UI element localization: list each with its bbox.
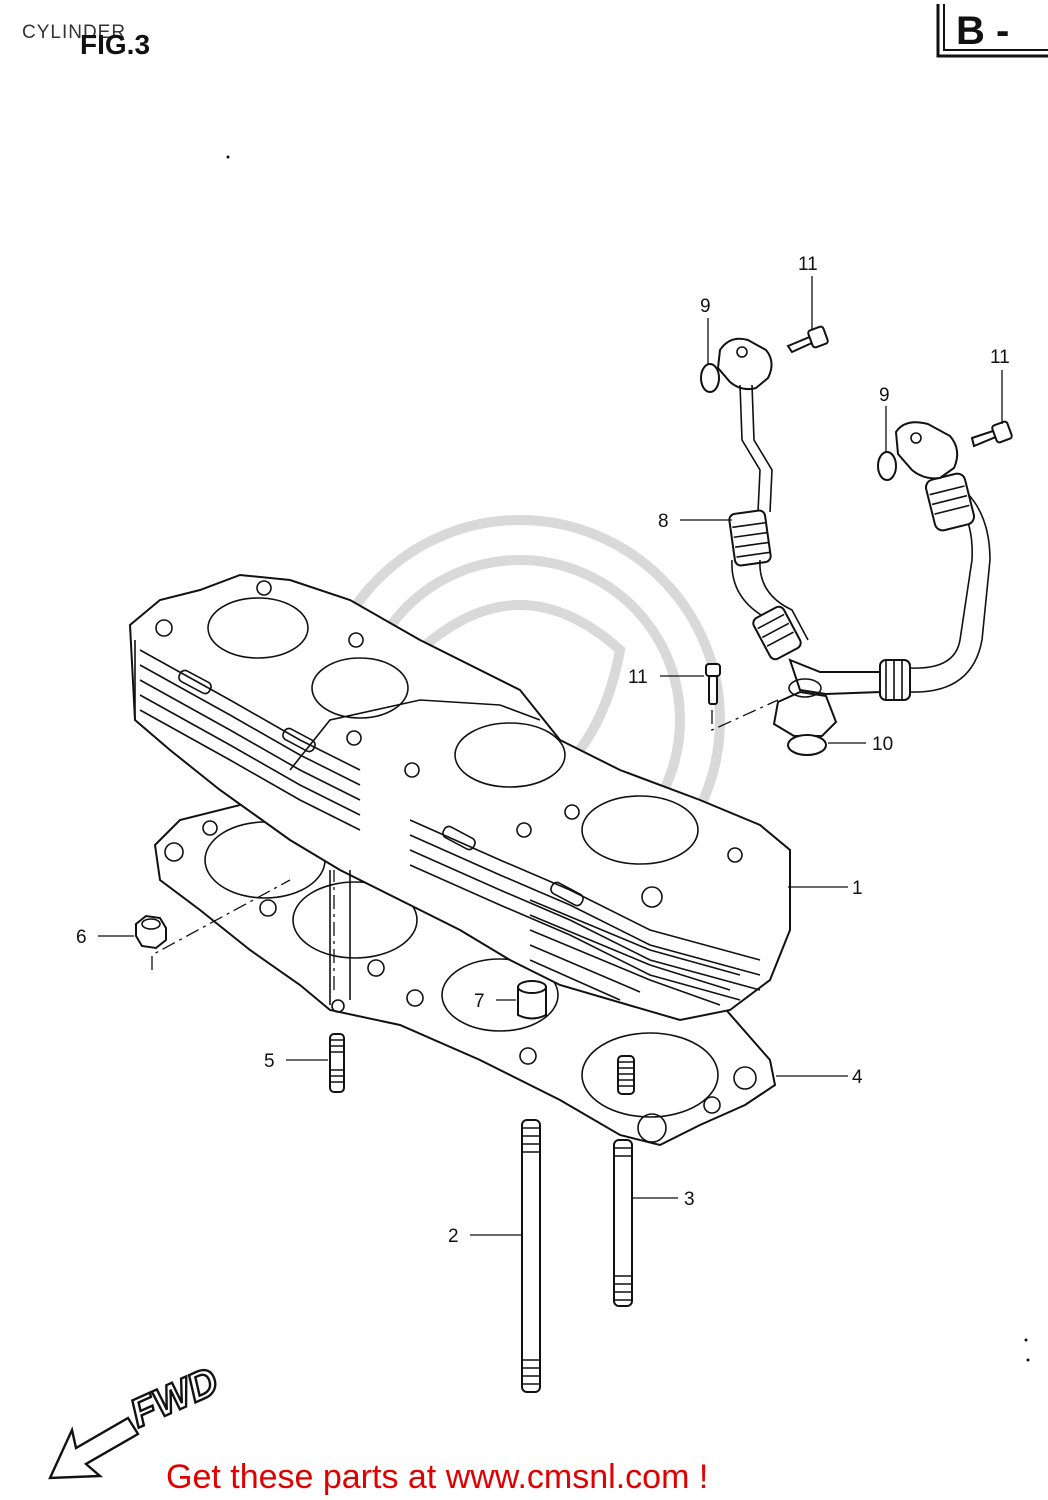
- stray-dot: [1024, 1338, 1028, 1342]
- section-badge: B -: [936, 4, 1048, 58]
- stray-dot: [1026, 1358, 1030, 1362]
- cylinder-block: [128, 573, 791, 1022]
- oil-hose-assembly: [716, 337, 991, 737]
- callout-11-top: 11: [798, 254, 818, 275]
- callout-11-right: 11: [990, 347, 1010, 368]
- callout-5: 5: [264, 1051, 275, 1072]
- alignment-line: [711, 699, 779, 732]
- bolt-lower: [705, 663, 721, 705]
- bolt-right: [970, 420, 1013, 448]
- stud-long: [521, 1119, 541, 1393]
- washer: [700, 363, 720, 393]
- callout-2: 2: [448, 1226, 459, 1247]
- stud-short-gasket: [617, 1055, 635, 1095]
- stray-dot: [226, 155, 230, 159]
- arrow-left-down-icon: [48, 1416, 140, 1480]
- callout-4: 4: [852, 1067, 863, 1088]
- bolt-top: [786, 325, 829, 354]
- callout-6: 6: [76, 927, 87, 948]
- washer: [877, 451, 897, 481]
- figure-number: FIG.3: [80, 29, 150, 60]
- callout-11-lower: 11: [628, 667, 648, 688]
- callout-9-left: 9: [700, 296, 711, 317]
- callout-3: 3: [684, 1189, 695, 1210]
- leader-lines: [98, 276, 1003, 1236]
- nut: [135, 914, 167, 950]
- alignment-line: [151, 879, 291, 970]
- callout-7: 7: [474, 991, 485, 1012]
- callout-10: 10: [872, 734, 893, 755]
- stud-medium: [613, 1139, 633, 1307]
- callout-8: 8: [658, 511, 669, 532]
- o-ring: [787, 734, 827, 756]
- header-subtitle: CYLINDER: [22, 22, 126, 43]
- stud-short: [329, 1033, 345, 1093]
- dowel-pin: [517, 980, 547, 1020]
- footer-promo-text: Get these parts at www.cmsnl.com !: [166, 1458, 708, 1496]
- callout-1: 1: [852, 878, 863, 899]
- section-badge-label: B -: [956, 9, 1009, 53]
- callout-9-right: 9: [879, 385, 890, 406]
- fwd-label: FWD: [124, 1359, 225, 1436]
